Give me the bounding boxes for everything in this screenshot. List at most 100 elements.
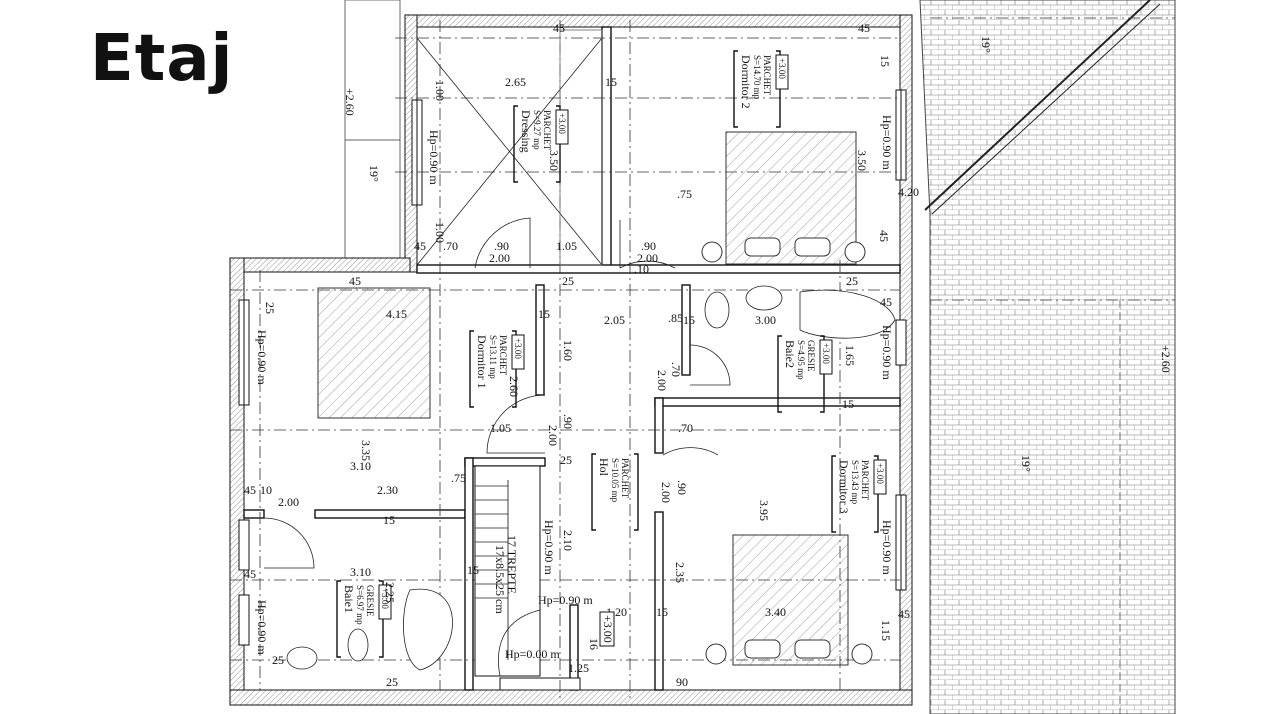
dimension-label: .90 (641, 239, 656, 253)
dimension-label: .75 (451, 471, 466, 485)
room-label-text: PARCHET (860, 460, 870, 501)
room-label-text: PARCHET (498, 335, 508, 376)
room-label-text: Baie2 (783, 340, 797, 368)
dimension-label: 2.35 (673, 562, 687, 583)
room-label-text: PARCHET (542, 110, 552, 151)
dimension-label: .70 (678, 421, 693, 435)
room-label-text: S=13.11 mp (488, 335, 498, 379)
stairs-spec: 17x8.5x25 cm (493, 545, 507, 614)
hp-label: Hp=0.90 m (542, 520, 556, 575)
room-label-text: PARCHET (762, 55, 772, 96)
dimension-label: 2.05 (604, 313, 625, 327)
stairs-hp-top: Hp=0.90 m (538, 593, 593, 607)
stairs-hp-bottom: Hp=0.00 m (505, 647, 560, 661)
dimension-label: 3.95 (757, 500, 771, 521)
roof-slope-label: 19° (367, 165, 381, 182)
dimension-label: 2.10 (561, 530, 575, 551)
room-label-text: GRESIE (806, 340, 816, 372)
room-label-text: S=6.97 mp (355, 585, 365, 625)
dimension-label: 45 (898, 607, 910, 621)
dimension-label: 3.10 (350, 565, 371, 579)
dimension-label: 15 (683, 313, 695, 327)
dimension-label: 3.35 (359, 440, 373, 461)
dimension-label: 25 (846, 274, 858, 288)
sanitary-fixtures (286, 285, 896, 671)
dimension-label: 45 (244, 483, 256, 497)
dimension-label: 1.05 (556, 239, 577, 253)
beds (317, 131, 873, 666)
dimension-label: 15 (656, 605, 668, 619)
dimension-label: 2.00 (489, 251, 510, 265)
room-label-text: S=4.95 mp (796, 340, 806, 380)
room-level-badge: +3.00 (777, 58, 787, 79)
dimension-label: 2.00 (546, 425, 560, 446)
dimension-label: .70 (669, 362, 683, 377)
dimension-label: 2.00 (659, 482, 673, 503)
doors (263, 217, 731, 569)
dimension-label: 2.25 (383, 582, 397, 603)
dimension-label: 45 (244, 567, 256, 581)
page-title: Etaj (90, 22, 234, 96)
dimension-label: .90 (675, 480, 689, 495)
dimension-label: 1.65 (843, 345, 857, 366)
hp-label: Hp=0.90 m (255, 600, 269, 655)
room-level-badge: +3.00 (380, 588, 390, 609)
room-label-text: Dressing (519, 110, 533, 153)
room-level-badge: +3.00 (513, 338, 523, 359)
hp-label: Hp=0.90 m (880, 520, 894, 575)
roof-slope-label: 19° (1019, 455, 1033, 472)
dimension-label: 15 (878, 55, 892, 67)
stairs-label: 17 TREPTE (505, 535, 519, 594)
dimension-label: .10 (634, 262, 649, 276)
interior-walls (243, 26, 901, 691)
roof-ridge-label: +2.60 (1159, 345, 1173, 373)
dimension-label: 2.00 (278, 495, 299, 509)
roof-slope-label: 19° (979, 36, 993, 53)
dimension-label: 45 (349, 274, 361, 288)
dimension-label: 1.15 (879, 620, 893, 641)
dimension-label: 25 (562, 274, 574, 288)
dimension-label: 15 (842, 397, 854, 411)
dimension-label: .90 (561, 414, 575, 429)
dimension-label: 10 (260, 483, 272, 497)
dimension-label: 25 (386, 675, 398, 689)
dimension-label: 2.60 (507, 376, 521, 397)
dimension-label: 3.50 (547, 150, 561, 171)
hp-label: Hp=0.90 m (880, 115, 894, 170)
windows (238, 89, 907, 691)
stairs (474, 465, 541, 677)
dimension-label: 45 (858, 21, 870, 35)
dimension-label: .75 (677, 187, 692, 201)
dimension-label: 1.05 (490, 421, 511, 435)
room-label-text: Baie1 (342, 585, 356, 613)
room-level-badge: +3.00 (875, 463, 885, 484)
hp-label: Hp=0.90 m (427, 130, 441, 185)
roof-ridge-label: +2.60 (343, 88, 357, 116)
dimension-label: 1.25 (568, 661, 589, 675)
room-label-text: PARCHET (620, 458, 630, 499)
room-level-badge: +3.00 (557, 113, 567, 134)
dimension-label: 45 (414, 239, 426, 253)
room-label-text: Hol (597, 458, 611, 477)
room-label-text: S=13.43 mp (850, 460, 860, 505)
dimension-label: 2.65 (505, 75, 526, 89)
room-label-text: S=10.05 mp (610, 458, 620, 503)
dimension-label: 3.40 (765, 605, 786, 619)
dimension-label: 45 (877, 230, 891, 242)
hp-label: Hp=0.90 m (880, 325, 894, 380)
dimension-label: 15 (383, 513, 395, 527)
hp-label: Hp=0.90 m (255, 330, 269, 385)
dimension-label: 3.50 (855, 150, 869, 171)
dimension-label: 45 (880, 295, 892, 309)
dimension-label: 1.60 (561, 340, 575, 361)
dimension-label: 90 (676, 675, 688, 689)
dimension-label: 3.10 (350, 459, 371, 473)
dimension-label: 25 (263, 302, 277, 314)
dimension-label: 4.20 (898, 185, 919, 199)
